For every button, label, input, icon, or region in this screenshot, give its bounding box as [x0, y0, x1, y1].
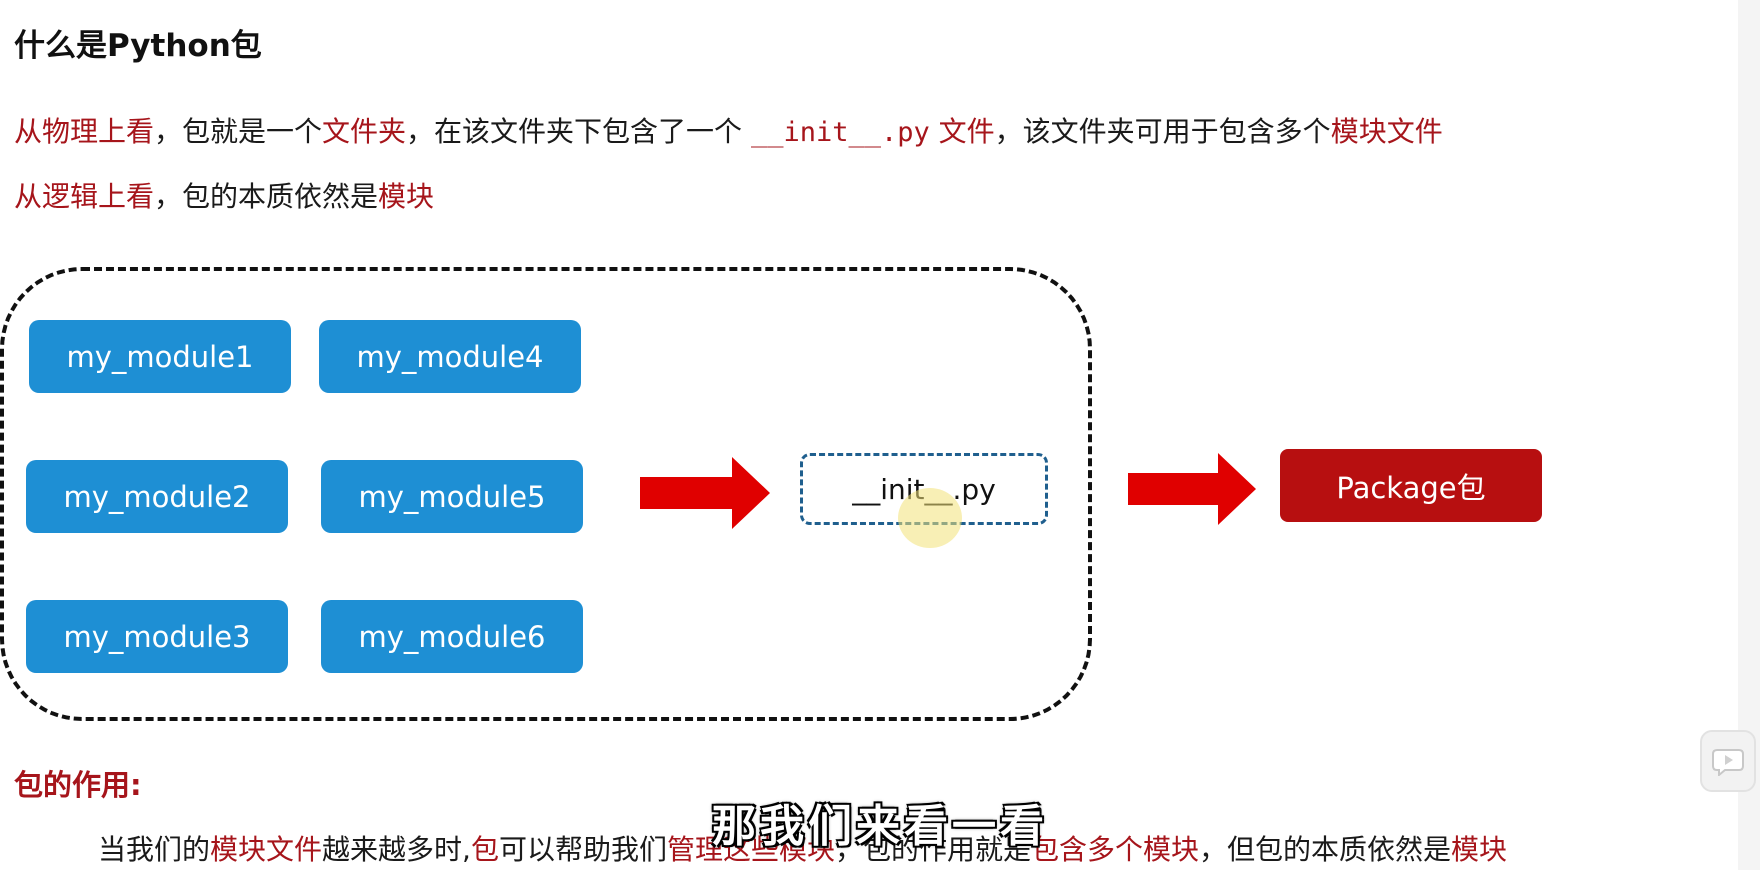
text: 可以帮助我们 — [498, 833, 667, 866]
side-strip — [1738, 0, 1760, 870]
module-box: my_module5 — [321, 460, 583, 533]
module-box: my_module2 — [26, 460, 288, 533]
cursor-highlight — [898, 488, 962, 548]
logical-view-line: 从逻辑上看，包的本质依然是模块 — [14, 175, 434, 215]
purpose-line: 当我们的模块文件越来越多时,包可以帮助我们管理这些模块，包的作用就是包含多个模块… — [98, 828, 1507, 868]
module-term: 模块 — [1451, 833, 1508, 866]
text: ，在该文件夹下包含了一个 — [406, 115, 751, 148]
module-box: my_module6 — [321, 600, 583, 673]
text: 当我们的 — [98, 833, 211, 866]
arrow-right-icon — [640, 457, 770, 529]
chat-bubble-icon — [1712, 749, 1744, 776]
module-box: my_module1 — [29, 320, 291, 393]
module-term: 模块 — [378, 180, 435, 213]
text: 越来越多时, — [322, 833, 471, 866]
video-subtitle: 那我们来看一看 — [712, 801, 1048, 852]
section-title: 包的作用: — [14, 768, 142, 802]
init-file-term: __init__.py — [750, 117, 930, 148]
text: ，包就是一个 — [154, 115, 323, 148]
page-title: 什么是Python包 — [14, 28, 262, 64]
logical-view-label: 从逻辑上看 — [14, 180, 155, 213]
module-file-term: 模块文件 — [210, 833, 323, 866]
multiple-modules-term: 包含多个模块 — [1031, 833, 1200, 866]
text: ，包的本质依然是 — [154, 180, 379, 213]
package-box: Package包 — [1280, 449, 1542, 522]
text: ，但包的本质依然是 — [1199, 833, 1452, 866]
module-box: my_module4 — [319, 320, 581, 393]
module-box: my_module3 — [26, 600, 288, 673]
physical-view-label: 从物理上看 — [14, 115, 155, 148]
package-folder-outline — [0, 267, 1092, 721]
physical-view-line: 从物理上看，包就是一个文件夹，在该文件夹下包含了一个 __init__.py 文… — [14, 110, 1443, 150]
text: ，该文件夹可用于包含多个 — [994, 115, 1331, 148]
module-file-term: 模块文件 — [1330, 115, 1443, 148]
text: ，包的作用就是 — [834, 833, 1031, 866]
share-widget-button[interactable] — [1700, 730, 1756, 792]
file-term: 文件 — [929, 115, 995, 148]
manage-modules-term: 管理这些模块 — [666, 833, 835, 866]
arrow-right-icon — [1128, 453, 1256, 525]
package-term: 包 — [470, 833, 499, 866]
folder-term: 文件夹 — [322, 115, 407, 148]
